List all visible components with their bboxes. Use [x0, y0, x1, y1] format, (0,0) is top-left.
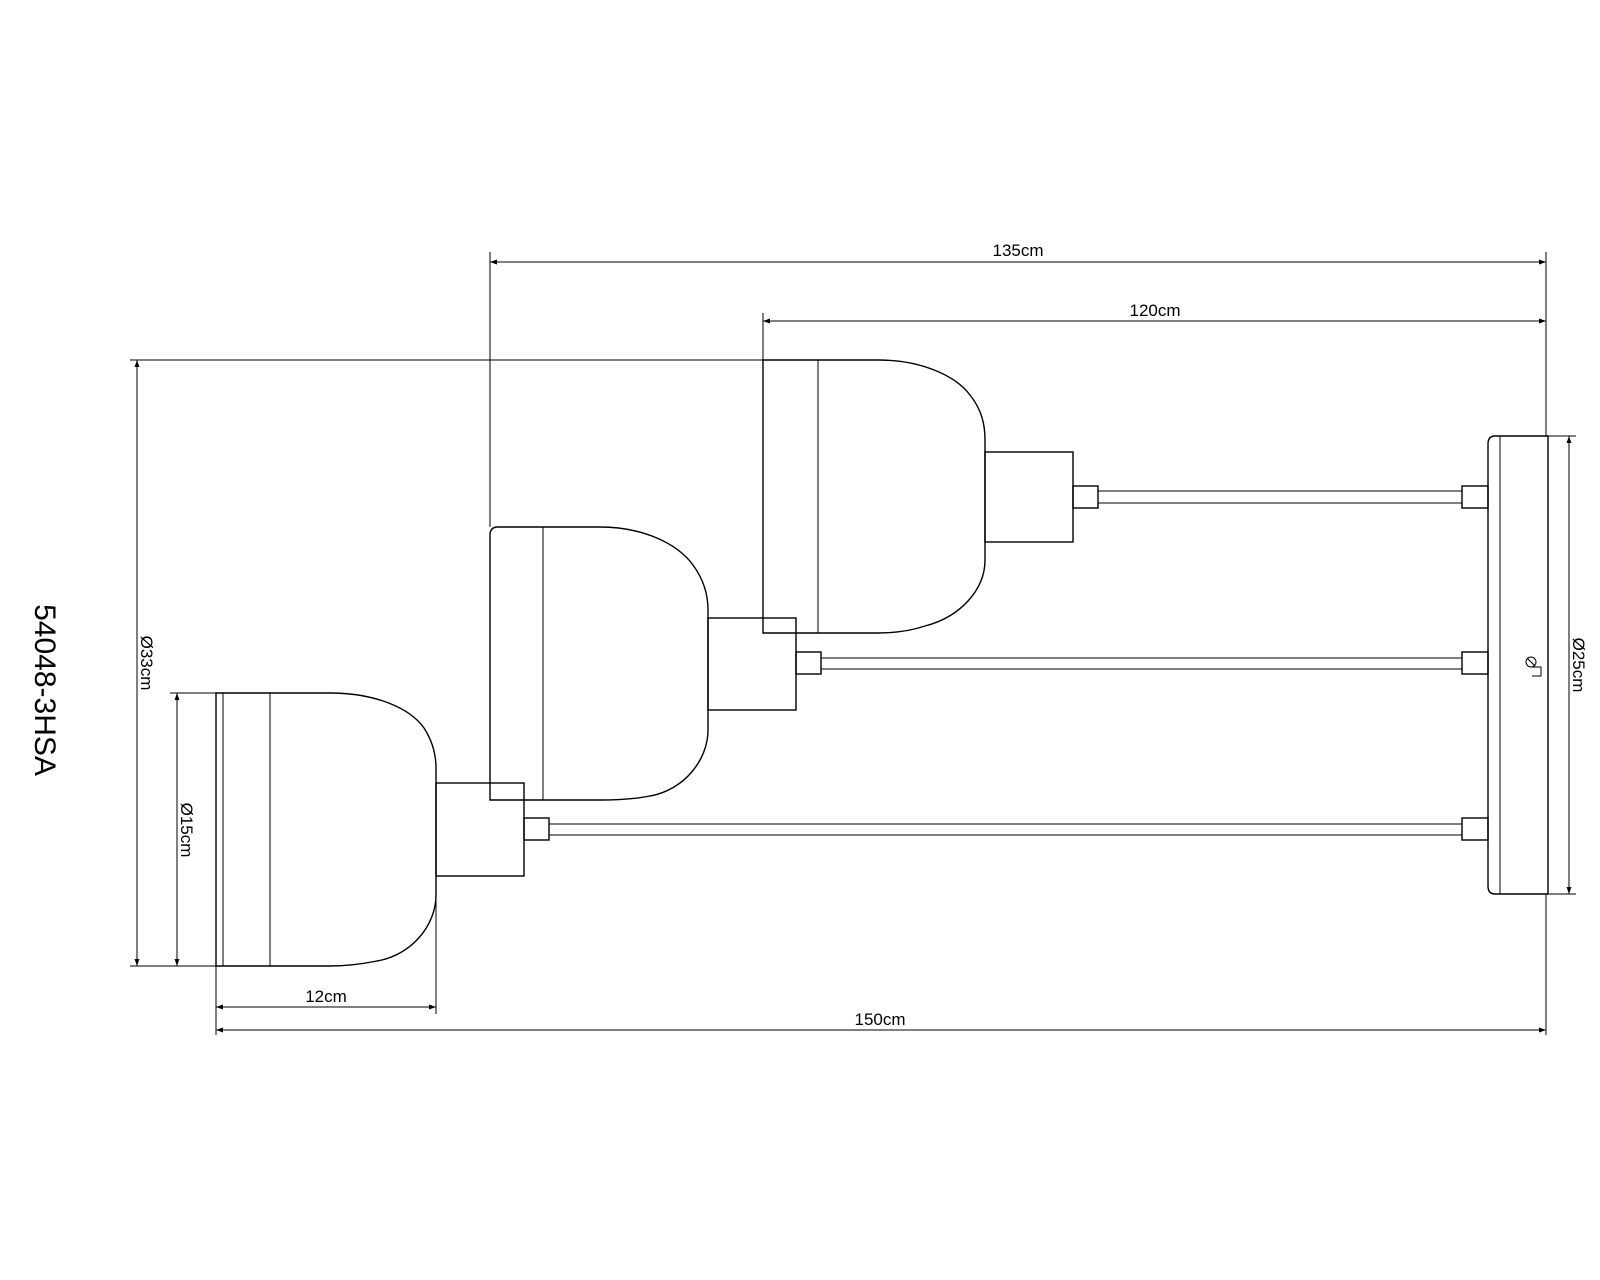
- ceiling-canopy: [1487, 435, 1549, 895]
- dimension-33cm: Ø33cm: [130, 359, 763, 967]
- dimension-135cm-label: 135cm: [992, 241, 1043, 260]
- pendant-bottom: [215, 692, 1489, 967]
- dimension-120cm: 120cm: [762, 301, 1546, 360]
- dimension-12cm-label: 12cm: [305, 987, 347, 1006]
- dimension-120cm-label: 120cm: [1129, 301, 1180, 320]
- dimension-25cm: Ø25cm: [1548, 435, 1588, 895]
- pendant-middle: [489, 526, 1489, 801]
- dimension-150cm: 150cm: [216, 894, 1547, 1035]
- dimension-33cm-label: Ø33cm: [137, 636, 156, 691]
- dimension-25cm-label: Ø25cm: [1569, 638, 1588, 693]
- dimension-135cm: 135cm: [489, 241, 1547, 527]
- dimension-150cm-label: 150cm: [854, 1010, 905, 1029]
- pendant-top: [762, 359, 1489, 634]
- model-number: 54048-3HSA: [28, 604, 61, 776]
- canopy-screw-icon: [1525, 656, 1537, 668]
- dimension-15cm-label: Ø15cm: [177, 803, 196, 858]
- dimension-15cm: Ø15cm: [170, 692, 216, 966]
- dimension-12cm: 12cm: [215, 895, 437, 1035]
